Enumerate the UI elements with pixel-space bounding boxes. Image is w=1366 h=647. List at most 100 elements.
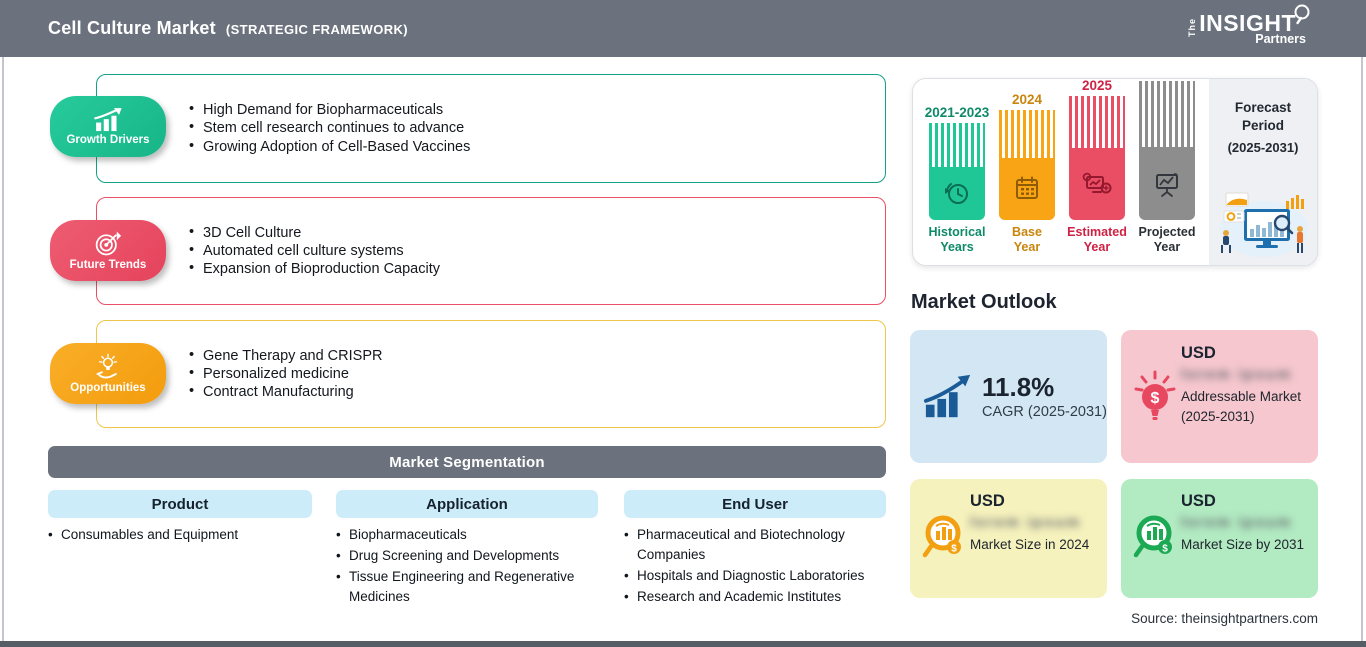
card-label: Market Size by 2031 [1181,537,1305,552]
cagr-growth-icon [923,374,971,417]
card-label: Addressable Market (2025-2031) [1181,389,1302,425]
list-item: Research and Academic Institutes [624,587,886,607]
segment-header-label: End User [722,495,788,513]
caption-line: Year [1083,240,1111,254]
forecast-period-title: Forecast Period [1234,100,1292,133]
timeline-historical: 2021-2023 Historical Years [924,105,990,257]
segmentation-title: Market Segmentation [389,453,545,471]
cagr-text: 11.8% CAGR (2025-2031) [982,373,1107,421]
target-icon [95,231,122,256]
pill-label: Future Trends [69,259,147,271]
timeline-year-label: 2021-2023 [924,105,990,120]
caption-line: Year [1153,240,1181,254]
currency-label: USD [970,492,1005,510]
svg-text:$: $ [951,543,957,554]
cagr-value: 11.8% [982,371,1055,402]
card-text: USD lorem ipsum Addressable Market (2025… [1181,330,1318,428]
caption-line: Year [1013,240,1041,254]
growth-drivers-pill: Growth Drivers [50,96,166,157]
page-left-border [2,57,4,641]
list-item: Hospitals and Diagnostic Laboratories [624,566,886,586]
future-trends-box: 3D Cell Culture Automated cell culture s… [96,197,886,305]
segment-header-application: Application [336,490,598,518]
growth-chart-icon [94,108,122,132]
future-trends-pill: Future Trends [50,220,166,281]
caption-line: Years [940,240,974,254]
masked-value: lorem ipsum [1181,514,1293,531]
card-text: USD lorem ipsum Market Size by 2031 [1181,479,1318,555]
timeline-estimated: 2025 Estimated [1065,79,1129,257]
clock-history-icon [945,182,968,204]
list-item: Personalized medicine [189,364,865,383]
opportunities-pill: Opportunities [50,343,166,404]
market-size-2024-card: $ USD lorem ipsum Market Size in 2024 [910,479,1107,598]
market-magnifier-icon-orange: $ [922,515,961,557]
list-item: Gene Therapy and CRISPR [189,346,865,365]
logo-insight-text: INSIGHT [1199,9,1296,36]
header-bar: Cell Culture Market (STRATEGIC FRAMEWORK… [0,0,1366,57]
market-size-2031-card: $ USD lorem ipsum Market Size by 2031 [1121,479,1318,598]
caption-line: Historical [928,225,986,239]
masked-value: lorem ipsum [1181,366,1293,383]
addressable-market-card: $ USD lorem ipsum Addressable Market (20… [1121,330,1318,463]
segment-header-enduser: End User [624,490,886,518]
bar-fringe [999,110,1055,158]
analytics-illustration [1220,192,1308,257]
growth-drivers-list: High Demand for Biopharmaceuticals Stem … [189,100,865,155]
source-attribution: Source: theinsightpartners.com [1131,611,1318,626]
projection-board-icon [1156,172,1178,197]
segment-header-label: Product [151,495,209,513]
caption-line: Projected [1138,225,1196,239]
timeline-year-label: 2024 [1011,92,1043,107]
segment-header-label: Application [426,495,508,513]
opportunities-box: Gene Therapy and CRISPR Personalized med… [96,320,886,428]
estimate-analytics-icon [1082,172,1112,194]
bar-fringe [929,123,985,167]
forecast-period-panel: Forecast Period (2025-2031) [1209,79,1317,265]
timeline-caption: Estimated Year [1067,225,1127,257]
bar-body [1069,148,1125,220]
list-item: Contract Manufacturing [189,382,865,401]
forecast-period-range: (2025-2031) [1227,140,1299,156]
timeline-bar-green [929,123,985,220]
market-magnifier-icon-green: $ [1133,515,1172,557]
currency-label: USD [1181,344,1216,362]
market-segmentation-bar: Market Segmentation [48,446,886,478]
pill-label: Growth Drivers [66,134,150,146]
cagr-label: CAGR (2025-2031) [982,404,1107,421]
report-subtitle: (STRATEGIC FRAMEWORK) [225,22,409,37]
card-text: USD lorem ipsum Market Size in 2024 [970,479,1107,555]
list-item: Tissue Engineering and Regenerative Medi… [336,567,598,607]
idea-bulb-hand-icon [96,353,118,379]
page-bottom-border [0,641,1366,647]
bar-body [1139,147,1195,220]
timeline-caption: Projected Year [1139,225,1196,257]
list-item: Consumables and Equipment [48,525,312,545]
report-title: Cell Culture Market [48,18,216,38]
future-trends-list: 3D Cell Culture Automated cell culture s… [189,223,865,278]
list-item: Drug Screening and Developments [336,546,598,566]
timeline-caption: Historical Years [929,225,986,257]
application-list: Biopharmaceuticals Drug Screening and De… [336,525,598,608]
bar-fringe [1139,81,1195,147]
timeline-bars: 2021-2023 Historical Years [913,79,1209,265]
cagr-card: 11.8% CAGR (2025-2031) [910,330,1107,463]
pill-label: Opportunities [70,382,146,394]
market-outlook-title: Market Outlook [911,291,1057,313]
list-item: Expansion of Bioproduction Capacity [189,259,865,278]
logo-the-text: The [1187,17,1198,37]
logo-partners-text: Partners [1255,31,1306,46]
caption-line: Estimated [1067,225,1127,239]
svg-text:$: $ [1162,543,1168,554]
timeline-base: 2024 [995,92,1059,257]
page-right-border [1361,57,1363,641]
magnifier-icon [1294,4,1310,24]
growth-drivers-box: High Demand for Biopharmaceuticals Stem … [96,74,886,183]
timeline-bar-red [1069,96,1125,220]
insight-partners-logo: The INSIGHT Partners [1187,4,1310,46]
segment-header-product: Product [48,490,312,518]
list-item: Stem cell research continues to advance [189,118,865,137]
list-item: 3D Cell Culture [189,223,865,242]
list-item: High Demand for Biopharmaceuticals [189,100,865,119]
